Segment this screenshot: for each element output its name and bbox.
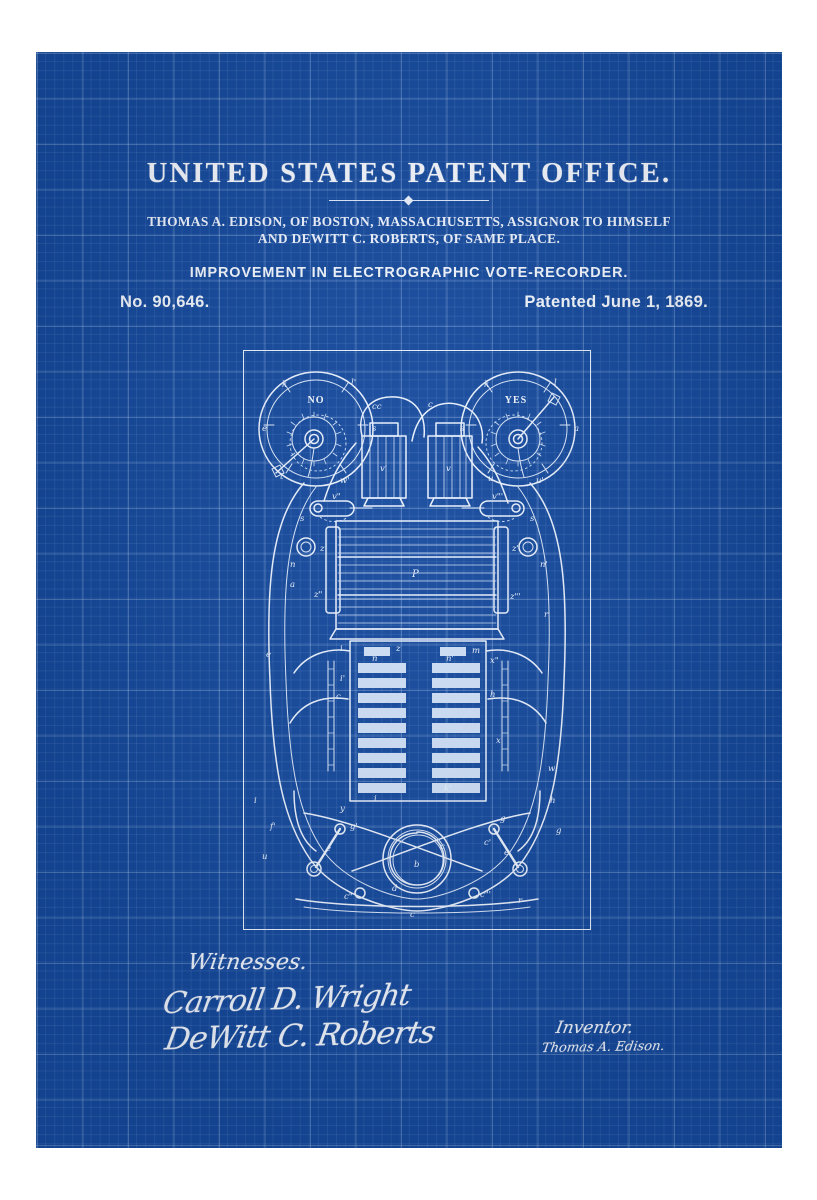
svg-text:h: h (490, 690, 495, 700)
assignee-line-1: THOMAS A. EDISON, OF BOSTON, MASSACHUSET… (147, 214, 671, 229)
svg-text:g: g (556, 826, 562, 836)
witness-signature-1: Carroll D. Wright (160, 977, 413, 1022)
svg-text:P: P (411, 569, 419, 580)
svg-text:r: r (544, 610, 549, 620)
assignee-block: THOMAS A. EDISON, OF BOSTON, MASSACHUSET… (36, 213, 782, 247)
svg-text:w': w' (340, 476, 350, 486)
electromagnets: v' v cc c (323, 396, 509, 507)
title-divider (329, 195, 489, 206)
svg-text:k': k' (444, 784, 452, 794)
svg-text:t: t (280, 472, 284, 482)
invention-title: IMPROVEMENT IN ELECTROGRAPHIC VOTE-RECOR… (189, 265, 629, 281)
svg-text:z": z" (313, 590, 322, 600)
lower-linkage: b c d g' e f' u (254, 784, 562, 920)
svg-text:a: a (290, 580, 295, 590)
svg-text:e: e (262, 424, 267, 434)
svg-text:z"': z"' (509, 592, 521, 602)
patent-date: Patented June 1, 1869. (524, 293, 708, 311)
svg-text:k: k (484, 380, 489, 390)
svg-text:YES: YES (505, 395, 527, 406)
svg-text:w: w (548, 764, 556, 774)
svg-text:g': g' (350, 822, 358, 832)
patent-number: No. 90,646. (120, 293, 210, 311)
svg-text:x: x (496, 736, 501, 746)
inventor-signature: Thomas A. Edison. (540, 1038, 666, 1057)
dial-yes: YES k (460, 371, 579, 487)
svg-text:c': c' (484, 838, 491, 848)
svg-text:n: n (290, 560, 295, 570)
svg-text:s: s (530, 514, 535, 524)
patent-meta-line: No. 90,646. Patented June 1, 1869. (36, 293, 782, 315)
svg-text:i: i (374, 794, 377, 804)
svg-text:n': n' (540, 560, 548, 570)
svg-text:l': l' (351, 378, 356, 388)
svg-text:i: i (254, 796, 257, 806)
patent-header: UNITED STATES PATENT OFFICE. THOMAS A. E… (36, 52, 782, 315)
svg-text:v': v' (380, 464, 387, 474)
svg-text:s: s (372, 424, 377, 434)
witness-signature-2: DeWitt C. Roberts (162, 1014, 438, 1058)
svg-text:v: v (446, 464, 451, 474)
drawing-frame: .l { fill:none; stroke:#eaf2ff; stroke-w… (243, 350, 591, 930)
svg-text:z': z' (511, 544, 519, 554)
svg-text:f': f' (269, 822, 275, 832)
svg-text:v": v" (332, 492, 341, 502)
witnesses-label: Witnesses. (186, 950, 309, 975)
svg-text:a: a (574, 424, 579, 434)
dial-no: NO (258, 371, 377, 487)
svg-text:e: e (504, 848, 509, 858)
svg-text:e: e (266, 650, 271, 660)
svg-text:l: l (554, 378, 557, 388)
name-plate-table: z m n n' i x" i' h x c (336, 640, 501, 802)
vote-recorder-figure: .l { fill:none; stroke:#eaf2ff; stroke-w… (244, 351, 590, 929)
svg-text:d: d (392, 884, 398, 894)
svg-text:s: s (460, 424, 465, 434)
svg-text:NO: NO (308, 395, 325, 406)
signature-block: Witnesses. Carroll D. Wright DeWitt C. R… (36, 950, 782, 1100)
svg-text:u: u (262, 852, 267, 862)
divider-diamond-icon (403, 195, 414, 206)
svg-text:cc: cc (372, 402, 382, 412)
svg-text:g: g (500, 814, 506, 824)
svg-text:y: y (339, 804, 345, 814)
svg-text:n': n' (446, 654, 454, 664)
svg-text:m: m (472, 646, 480, 656)
svg-text:s: s (300, 514, 305, 524)
svg-text:c: c (428, 400, 433, 410)
page-title: UNITED STATES PATENT OFFICE. (146, 158, 672, 189)
svg-text:e: e (326, 844, 331, 854)
svg-text:u': u' (536, 476, 544, 486)
svg-text:z: z (395, 644, 401, 654)
contact-bar: v" v"' s s (300, 492, 535, 524)
svg-text:k: k (282, 380, 287, 390)
svg-text:c"': c"' (480, 890, 491, 900)
svg-text:c": c" (344, 892, 353, 902)
assignee-line-2: AND DEWITT C. ROBERTS, OF SAME PLACE. (257, 231, 561, 246)
svg-text:u: u (488, 474, 493, 484)
paper-drum: P z z' z" z"' (313, 520, 521, 640)
svg-text:r: r (518, 896, 523, 906)
svg-text:c: c (410, 910, 415, 920)
svg-text:x": x" (490, 656, 499, 666)
svg-text:c: c (440, 842, 445, 852)
svg-text:b: b (414, 860, 419, 870)
inventor-label: Inventor. (554, 1018, 635, 1038)
svg-text:z: z (319, 544, 325, 554)
svg-text:c: c (336, 692, 341, 702)
svg-text:n: n (372, 654, 377, 664)
svg-text:i: i (340, 644, 343, 654)
blueprint-sheet: UNITED STATES PATENT OFFICE. THOMAS A. E… (36, 52, 782, 1148)
svg-text:i': i' (340, 674, 345, 684)
svg-text:h: h (550, 796, 555, 806)
svg-text:v"': v"' (492, 492, 503, 502)
